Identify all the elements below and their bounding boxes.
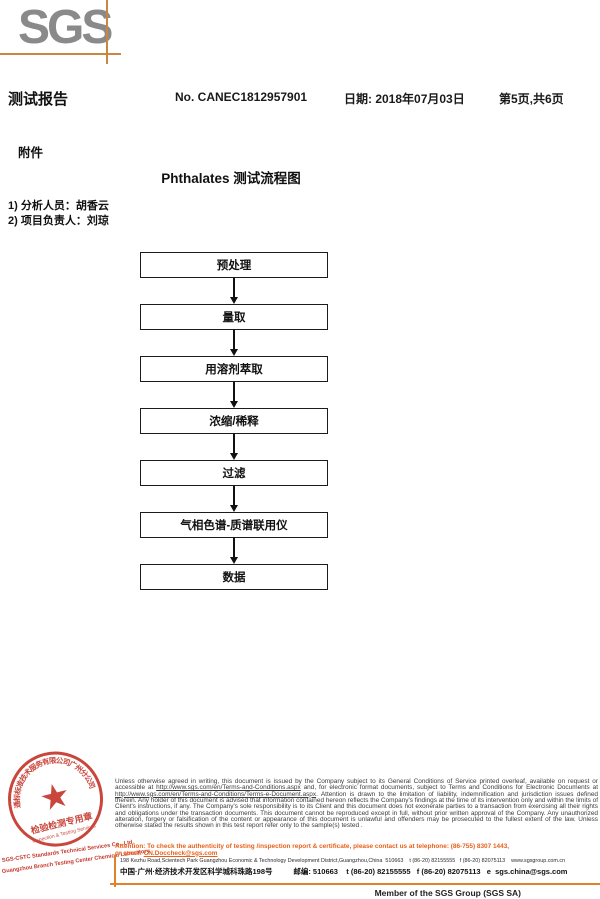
down-arrow-icon [140,434,328,460]
attachment-label: 附件 [18,146,44,160]
down-arrow-icon [140,278,328,304]
report-title: 测试报告 [8,91,69,108]
page-indicator: 第5页,共6页 [499,92,564,106]
down-arrow-icon [140,330,328,356]
flowchart-step-label: 过滤 [222,468,246,480]
address-english: 198 Kezhu Road,Scientech Park Guangzhou … [120,858,566,864]
flowchart-step-label: 预处理 [216,260,252,272]
doccheck-email-link: CN.Doccheck@sgs.com [143,849,218,857]
sgs-membership-note: Member of the SGS Group (SGS SA) [374,888,521,898]
flowchart-step-label: 用溶剂萃取 [205,364,263,376]
footer-orange-rule [110,883,600,885]
sgs-logo: SGS [18,1,113,54]
flowchart-step-box: 浓缩/稀释 [140,408,328,434]
legal-disclaimer: Unless otherwise agreed in writing, this… [115,778,598,830]
disclaimer-text: Unless otherwise agreed in writing, this… [115,778,598,792]
terms-e-document-url-link: http://www.sgs.com/en/Terms-and-Conditio… [115,790,317,798]
logo-vertical-rule [106,0,108,64]
flowchart-step-label: 浓缩/稀释 [209,416,259,428]
flowchart-step-box: 过滤 [140,460,328,486]
flowchart-title: Phthalates 测试流程图 [161,171,301,186]
attention-line1: Attention: To check the authenticity of … [115,843,510,850]
terms-url-link: http://www.sgs.com/en/Terms-and-Conditio… [156,784,301,792]
disclaimer-text: . Attention is drawn to the limitation o… [115,790,598,830]
flowchart-step-box: 用溶剂萃取 [140,356,328,382]
company-seal-stamp: 通标标准技术服务有限公司广州分公司 ★ 检验检测专用章 Inspection &… [3,747,104,847]
logo-horizontal-rule [0,53,121,55]
flowchart-step-label: 量取 [222,312,246,324]
flowchart-step-label: 数据 [222,572,246,584]
down-arrow-icon [140,382,328,408]
report-number: No. CANEC1812957901 [175,90,308,104]
down-arrow-icon [140,486,328,512]
report-date: 日期: 2018年07月03日 [344,92,465,106]
address-chinese: 中国·广州·经济技术开发区科学城科珠路198号 邮编: 510663 t (86… [120,867,568,876]
flowchart-steps: 预处理 量取 用溶剂萃取 浓缩/稀释 过滤 [140,252,328,590]
flowchart-step-label: 气相色谱-质谱联用仪 [180,520,288,532]
analyst-note: 1) 分析人员：胡香云 [8,200,109,212]
attention-line2: or email: CN.Doccheck@sgs.com [115,849,218,857]
flowchart-step-box: 量取 [140,304,328,330]
flowchart-notes: 1) 分析人员：胡香云 2) 项目负责人：刘琼 [8,199,109,229]
stamp-star-icon: ★ [36,775,75,819]
flowchart-step-box: 气相色谱-质谱联用仪 [140,512,328,538]
flowchart-step-box: 数据 [140,564,328,590]
project-lead-note: 2) 项目负责人：刘琼 [8,215,109,227]
down-arrow-icon [140,538,328,564]
report-header-row: 测试报告 No. CANEC1812957901 日期: 2018年07月03日… [0,88,600,108]
disclaimer-text: and, for electronic format documents, su… [300,784,598,792]
attention-notice: Attention: To check the authenticity of … [115,843,598,857]
footer-vertical-bar [114,855,116,887]
flowchart-step-box: 预处理 [140,252,328,278]
